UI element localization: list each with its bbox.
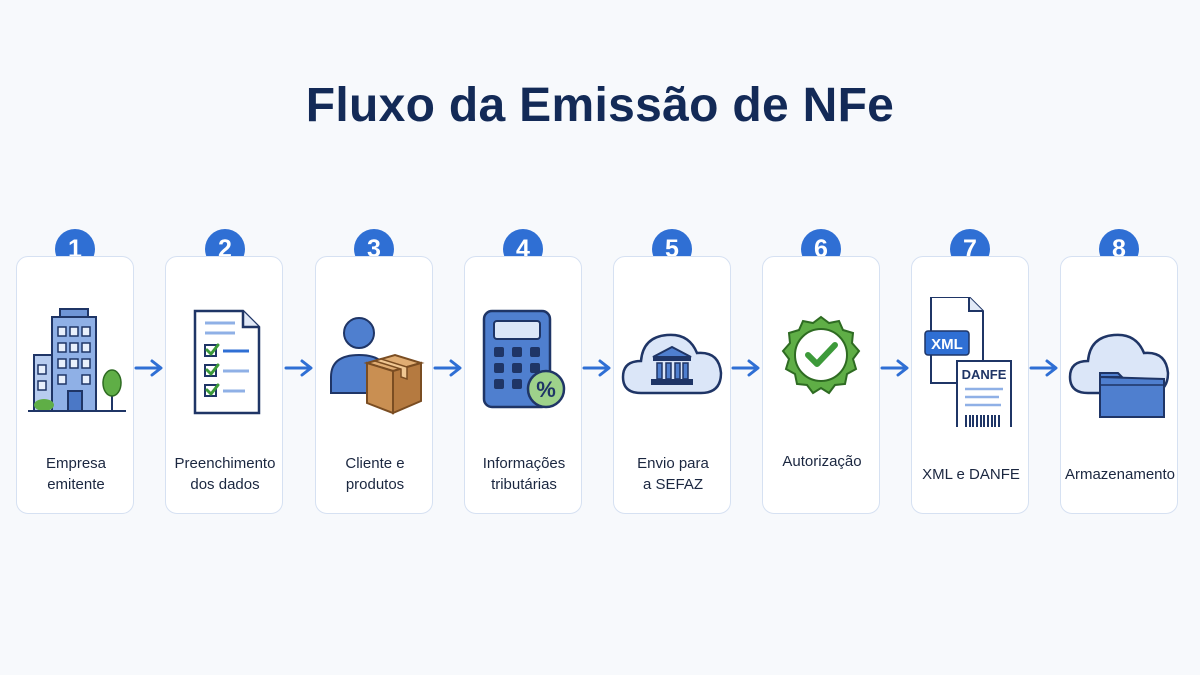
step-7-card: XML DANFE XML e DANFE [911,256,1029,514]
diagram-title: Fluxo da Emissão de NFe [305,79,895,132]
step-3-label-line-2: produtos [345,476,405,493]
step-1-label-line-2: emitente [47,476,105,493]
step-1-label: Empresa emitente [17,453,135,495]
xml-tag-text: XML [931,336,963,353]
arrow-6-to-7-icon [880,359,909,377]
step-4-label-line-1: Informações [482,455,566,472]
step-2-label-line-1: Preenchimento [174,455,276,472]
step-3-card: Cliente e produtos [315,256,433,514]
step-5-card: Envio para a SEFAZ [613,256,731,514]
step-2-label-line-2: dos dados [190,476,260,493]
step-4-label-line-2: tributárias [491,476,557,493]
step-1-card: Empresa emitente [16,256,134,514]
arrow-1-to-2-icon [134,359,163,377]
step-7-label-line-1: XML e DANFE [922,466,1020,483]
step-6-label: Autorização [763,451,881,472]
step-5-label-line-2: a SEFAZ [642,476,704,493]
step-6-card: Autorização [762,256,880,514]
step-7-label: XML e DANFE [912,464,1030,485]
arrow-7-to-8-icon [1029,359,1058,377]
arrow-4-to-5-icon [582,359,611,377]
percent-symbol: % [536,377,556,402]
cloud-folder-icon [1068,333,1170,418]
danfe-tag-text: DANFE [962,367,1007,382]
step-4-label: Informações tributárias [465,453,583,495]
step-8-card: Armazenamento [1060,256,1178,514]
xml-danfe-documents-icon: XML DANFE [924,297,1012,427]
step-2-label: Preenchimento dos dados [166,453,284,495]
approval-seal-icon [781,315,861,395]
step-5-label-line-1: Envio para [637,455,709,472]
step-3-label-line-1: Cliente e [345,455,405,472]
form-checklist-icon [193,309,261,415]
step-8-label: Armazenamento [1061,464,1179,485]
building-icon [28,308,126,412]
arrow-5-to-6-icon [731,359,760,377]
arrow-2-to-3-icon [284,359,313,377]
calculator-percent-icon: % [482,309,566,409]
arrow-3-to-4-icon [433,359,462,377]
step-1-label-line-1: Empresa [45,455,107,472]
step-8-label-line-1: Armazenamento [1064,466,1176,483]
step-5-label: Envio para a SEFAZ [614,453,732,495]
step-6-label-line-1: Autorização [782,453,862,470]
cloud-bank-icon [621,333,723,395]
step-3-label: Cliente e produtos [316,453,434,495]
customer-box-icon [330,317,425,415]
step-4-card: % Informações tributárias [464,256,582,514]
step-2-card: Preenchimento dos dados [165,256,283,514]
